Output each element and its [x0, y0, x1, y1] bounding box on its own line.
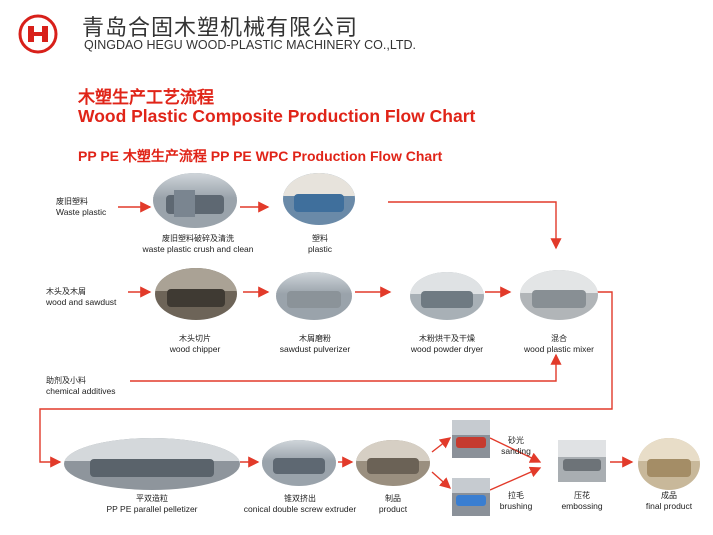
mixer-photo — [520, 270, 598, 320]
company-name-en: QINGDAO HEGU WOOD-PLASTIC MACHINERY CO.,… — [84, 38, 416, 52]
crush-clean-machine-photo — [153, 173, 237, 228]
arrow — [489, 437, 542, 463]
arrow — [431, 437, 452, 453]
conical-extruder-photo — [262, 440, 336, 486]
embossing-machine-photo — [558, 440, 606, 482]
arrow — [431, 471, 452, 489]
brushing-machine-photo — [452, 478, 490, 516]
company-name-cn: 青岛合固木塑机械有限公司 — [82, 16, 359, 41]
sanding-machine-photo — [452, 420, 490, 458]
sawdust-pulverizer-photo — [276, 272, 352, 320]
section-subtitle: PP PE 木塑生产流程 PP PE WPC Production Flow C… — [78, 148, 443, 164]
pelletizer-photo — [64, 438, 240, 490]
plastic-flakes-photo — [283, 173, 355, 225]
page-title-cn: 木塑生产工艺流程 — [78, 88, 214, 107]
hegu-logo-icon — [18, 14, 58, 54]
wood-chipper-photo — [155, 268, 237, 320]
arrow — [489, 466, 542, 491]
wood-powder-dryer-photo — [410, 272, 484, 320]
arrow — [130, 353, 562, 382]
final-product-photo — [638, 438, 700, 490]
arrow — [39, 291, 613, 468]
product-photo — [356, 440, 430, 486]
page-title-en: Wood Plastic Composite Production Flow C… — [78, 106, 476, 126]
arrow — [388, 201, 562, 250]
